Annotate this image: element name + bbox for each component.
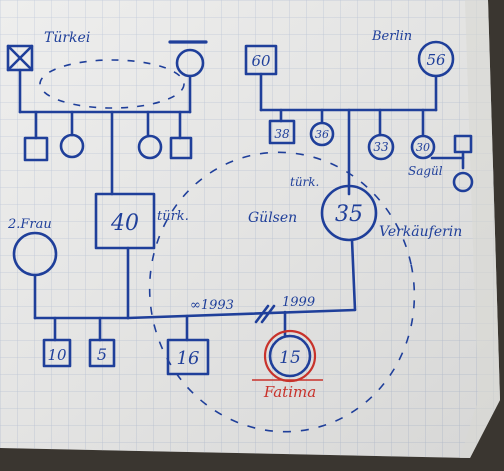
father-symbol xyxy=(94,192,156,250)
label-mother-job: Verkäuferin xyxy=(379,224,462,240)
age-son-5: 5 xyxy=(97,345,107,364)
age-aunt-38: 38 xyxy=(274,127,290,141)
fatima-highlight-ring xyxy=(263,329,317,383)
label-second-wife: 2.Frau xyxy=(7,217,52,232)
age-father: 40 xyxy=(110,211,139,236)
label-father-nationality: türk. xyxy=(157,209,189,224)
genogram-lines xyxy=(6,40,474,378)
age-son-16: 16 xyxy=(177,348,200,369)
age-fatima: 15 xyxy=(279,348,301,368)
age-aunt-33: 33 xyxy=(373,140,389,154)
age-grandma-berlin: 56 xyxy=(426,51,446,69)
label-berlin: Berlin xyxy=(371,29,412,44)
paper-sheet xyxy=(0,0,500,458)
label-fatima: Fatima xyxy=(263,383,316,401)
label-mother-nationality: türk. xyxy=(290,175,319,189)
household-boundary-fatima xyxy=(148,151,416,433)
age-aunt-36: 36 xyxy=(315,128,329,141)
label-saguel: Sagül xyxy=(408,164,443,178)
mother-symbol xyxy=(320,184,378,242)
age-aunt-30: 30 xyxy=(416,141,430,154)
label-marriage-year: ∞1993 xyxy=(190,298,234,313)
label-turkei: Türkei xyxy=(44,30,90,46)
fatima-symbol xyxy=(268,334,312,378)
label-divorce-year: 1999 xyxy=(282,295,315,310)
label-mother-name: Gülsen xyxy=(248,210,297,226)
age-mother: 35 xyxy=(335,202,363,227)
age-grandpa-berlin: 60 xyxy=(251,52,271,70)
household-boundary-turkey xyxy=(39,59,185,109)
age-son-10: 10 xyxy=(47,346,67,364)
